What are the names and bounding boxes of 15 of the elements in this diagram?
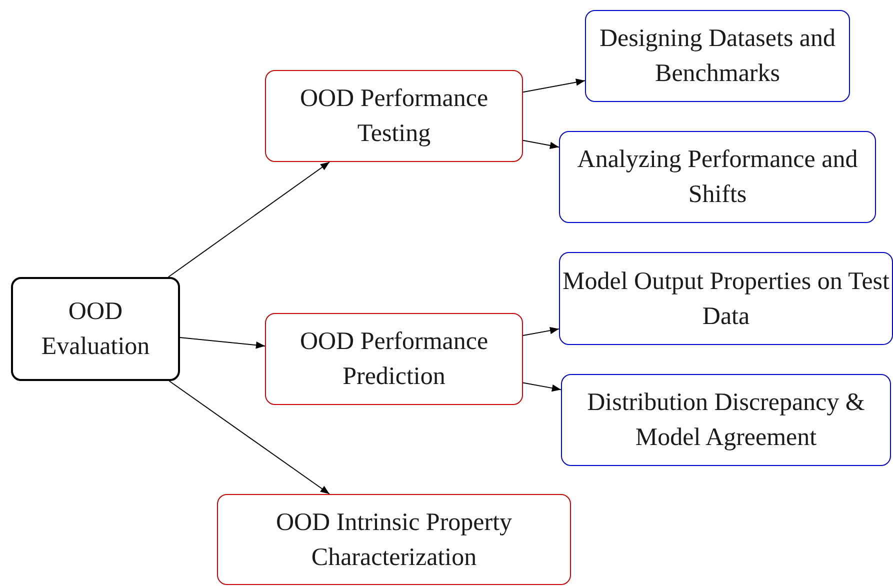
category-box: OOD Performance Testing bbox=[265, 70, 523, 162]
subcategory-box: Analyzing Performance and Shifts bbox=[559, 131, 876, 223]
arrow bbox=[522, 327, 560, 336]
root-box: OOD Evaluation bbox=[11, 277, 180, 381]
arrow bbox=[522, 140, 560, 149]
category-box: OOD Intrinsic Property Characterization bbox=[217, 494, 571, 585]
arrow bbox=[522, 382, 562, 392]
arrow bbox=[168, 380, 330, 494]
subcategory-box: Designing Datasets and Benchmarks bbox=[585, 10, 850, 102]
arrow bbox=[522, 78, 586, 93]
subcategory-box: Model Output Properties on Test Data bbox=[559, 252, 893, 345]
subcategory-box: Distribution Discrepancy & Model Agreement bbox=[561, 374, 891, 466]
arrow bbox=[180, 337, 266, 349]
category-box: OOD Performance Prediction bbox=[265, 313, 523, 405]
arrow bbox=[168, 162, 330, 278]
